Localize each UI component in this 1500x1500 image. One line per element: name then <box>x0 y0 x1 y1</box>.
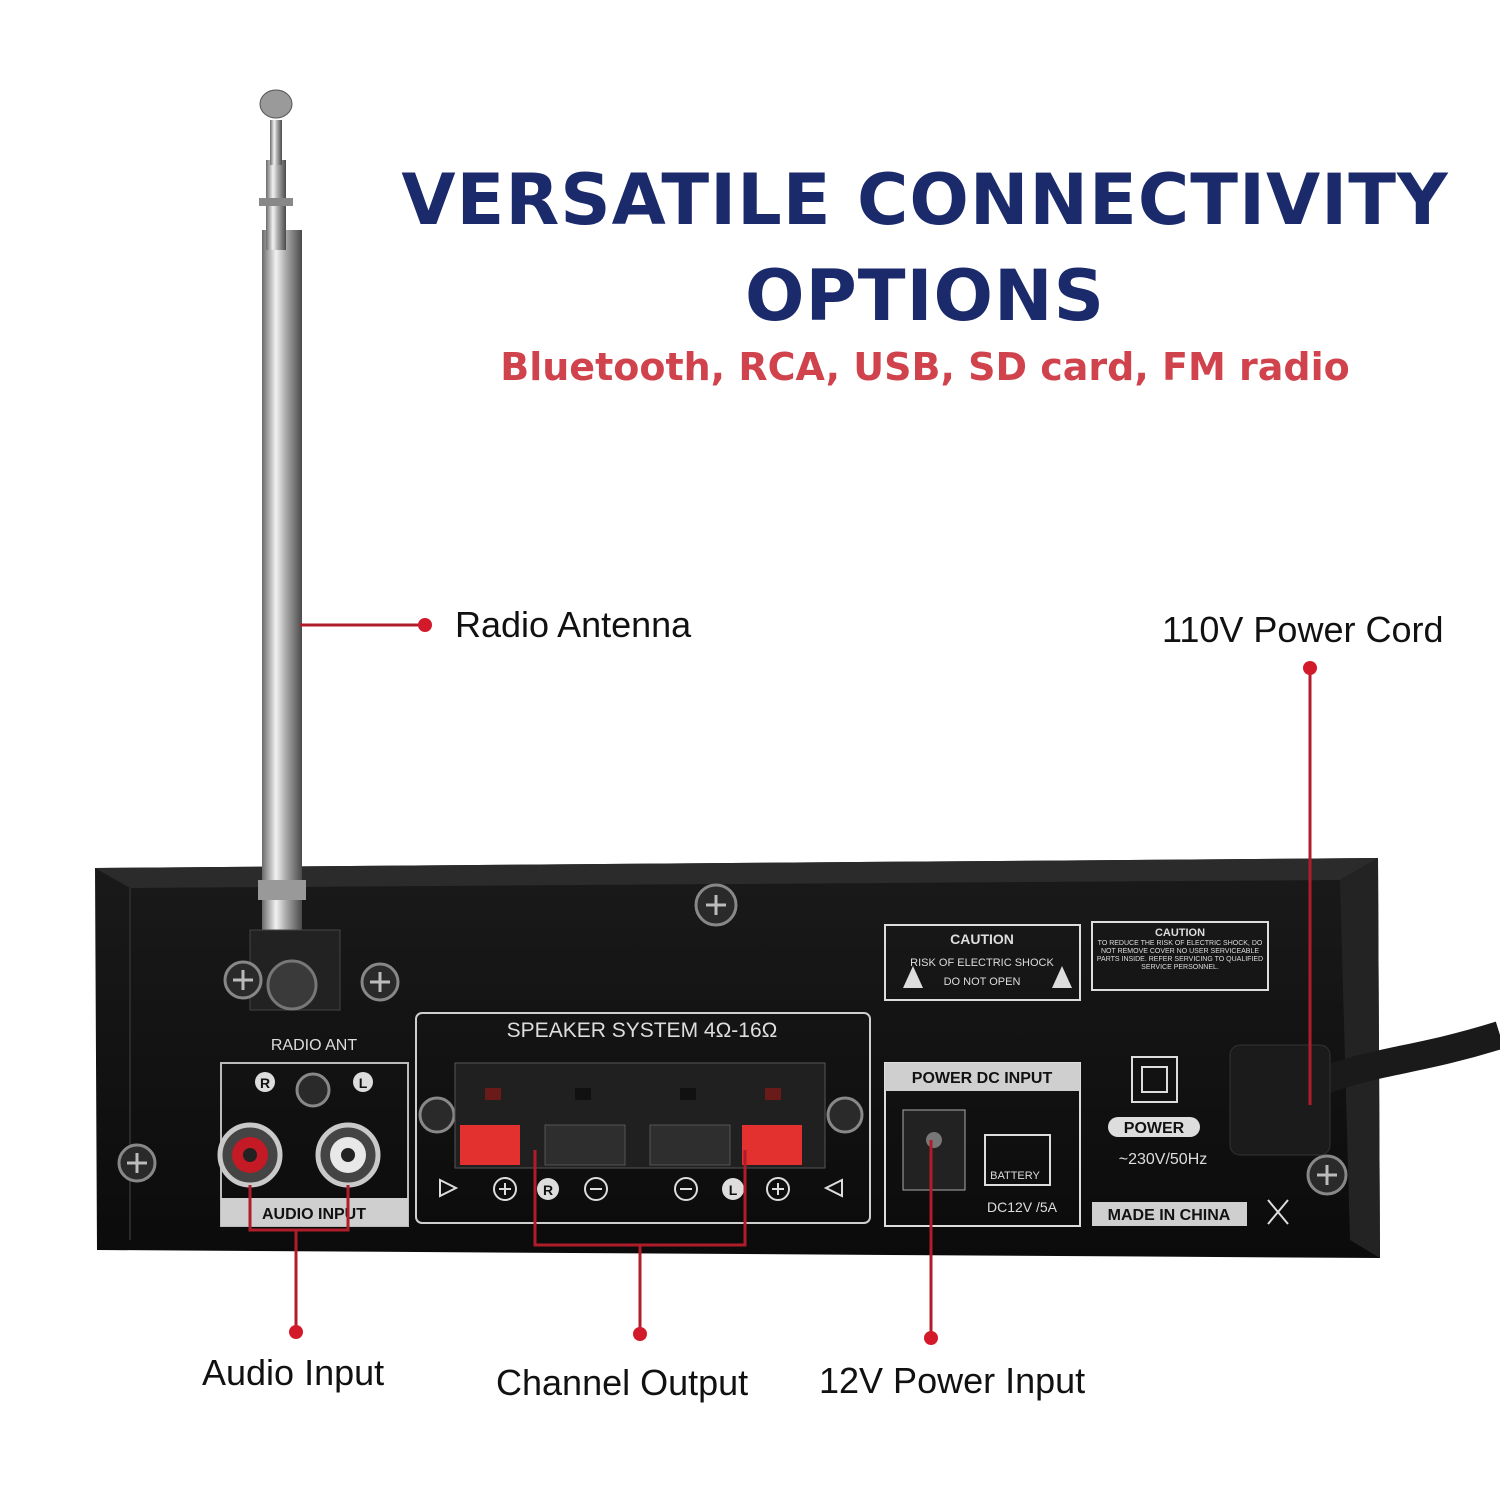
screw-slots <box>127 895 1337 1185</box>
callout-power-input: 12V Power Input <box>819 1360 1086 1401</box>
speaker-terminal-l-plus[interactable] <box>742 1125 802 1165</box>
audio-input-label: AUDIO INPUT <box>262 1206 366 1223</box>
callout-lines <box>248 623 1312 1338</box>
speaker-terminal-r-minus[interactable] <box>544 1124 626 1166</box>
heading: VERSATILE CONNECTIVITY OPTIONS <box>0 152 1500 344</box>
svg-text:RISK OF ELECTRIC SHOCK: RISK OF ELECTRIC SHOCK <box>910 957 1054 969</box>
svg-text:MADE IN CHINA: MADE IN CHINA <box>1108 1207 1231 1224</box>
speaker-r-label: R <box>543 1182 553 1198</box>
rca-l-label: L <box>359 1075 368 1091</box>
power-ac-block: POWER ~230V/50Hz MADE IN CHINA <box>1092 1056 1289 1226</box>
power-cord <box>1229 1021 1500 1156</box>
callout-audio-input: Audio Input <box>202 1352 385 1393</box>
svg-text:DO NOT OPEN: DO NOT OPEN <box>944 976 1021 988</box>
svg-text:POWER: POWER <box>1124 1120 1185 1137</box>
radio-ant-label: RADIO ANT <box>271 1037 357 1054</box>
rca-r-label: R <box>260 1075 270 1091</box>
callout-power-cord: 110V Power Cord <box>1162 609 1444 650</box>
heading-line-1: VERSATILE CONNECTIVITY <box>401 159 1449 241</box>
callout-channel-output: Channel Output <box>496 1362 749 1403</box>
audio-input-block: AUDIO INPUT R L <box>217 1062 409 1227</box>
caution-label-1: CAUTION RISK OF ELECTRIC SHOCK DO NOT OP… <box>884 924 1081 1001</box>
svg-text:POWER DC INPUT: POWER DC INPUT <box>912 1070 1053 1087</box>
svg-text:CAUTION: CAUTION <box>1155 927 1205 939</box>
speaker-terminal-l-minus[interactable] <box>649 1124 731 1166</box>
speaker-terminal-r-plus[interactable] <box>460 1125 520 1165</box>
svg-text:CAUTION: CAUTION <box>950 931 1014 947</box>
svg-text:DC12V /5A: DC12V /5A <box>987 1199 1058 1215</box>
subtitle: Bluetooth, RCA, USB, SD card, FM radio <box>500 345 1350 389</box>
svg-text:~230V/50Hz: ~230V/50Hz <box>1119 1151 1208 1168</box>
callout-dots <box>289 618 1317 1345</box>
power-dc-input-block: POWER DC INPUT BATTERY DC12V /5A <box>884 1062 1081 1227</box>
speaker-system-label: SPEAKER SYSTEM 4Ω-16Ω <box>507 1019 778 1042</box>
dc-jack[interactable] <box>902 1109 966 1191</box>
heading-line-2: OPTIONS <box>744 255 1106 337</box>
caution-label-2: CAUTION TO REDUCE THE RISK OF ELECTRIC S… <box>1091 921 1269 991</box>
radio-antenna <box>249 89 341 1011</box>
speaker-system-block: SPEAKER SYSTEM 4Ω-16Ω R L <box>415 1012 871 1224</box>
callout-radio-antenna: Radio Antenna <box>455 604 692 645</box>
speaker-l-label: L <box>729 1182 738 1198</box>
svg-text:BATTERY: BATTERY <box>990 1170 1040 1182</box>
